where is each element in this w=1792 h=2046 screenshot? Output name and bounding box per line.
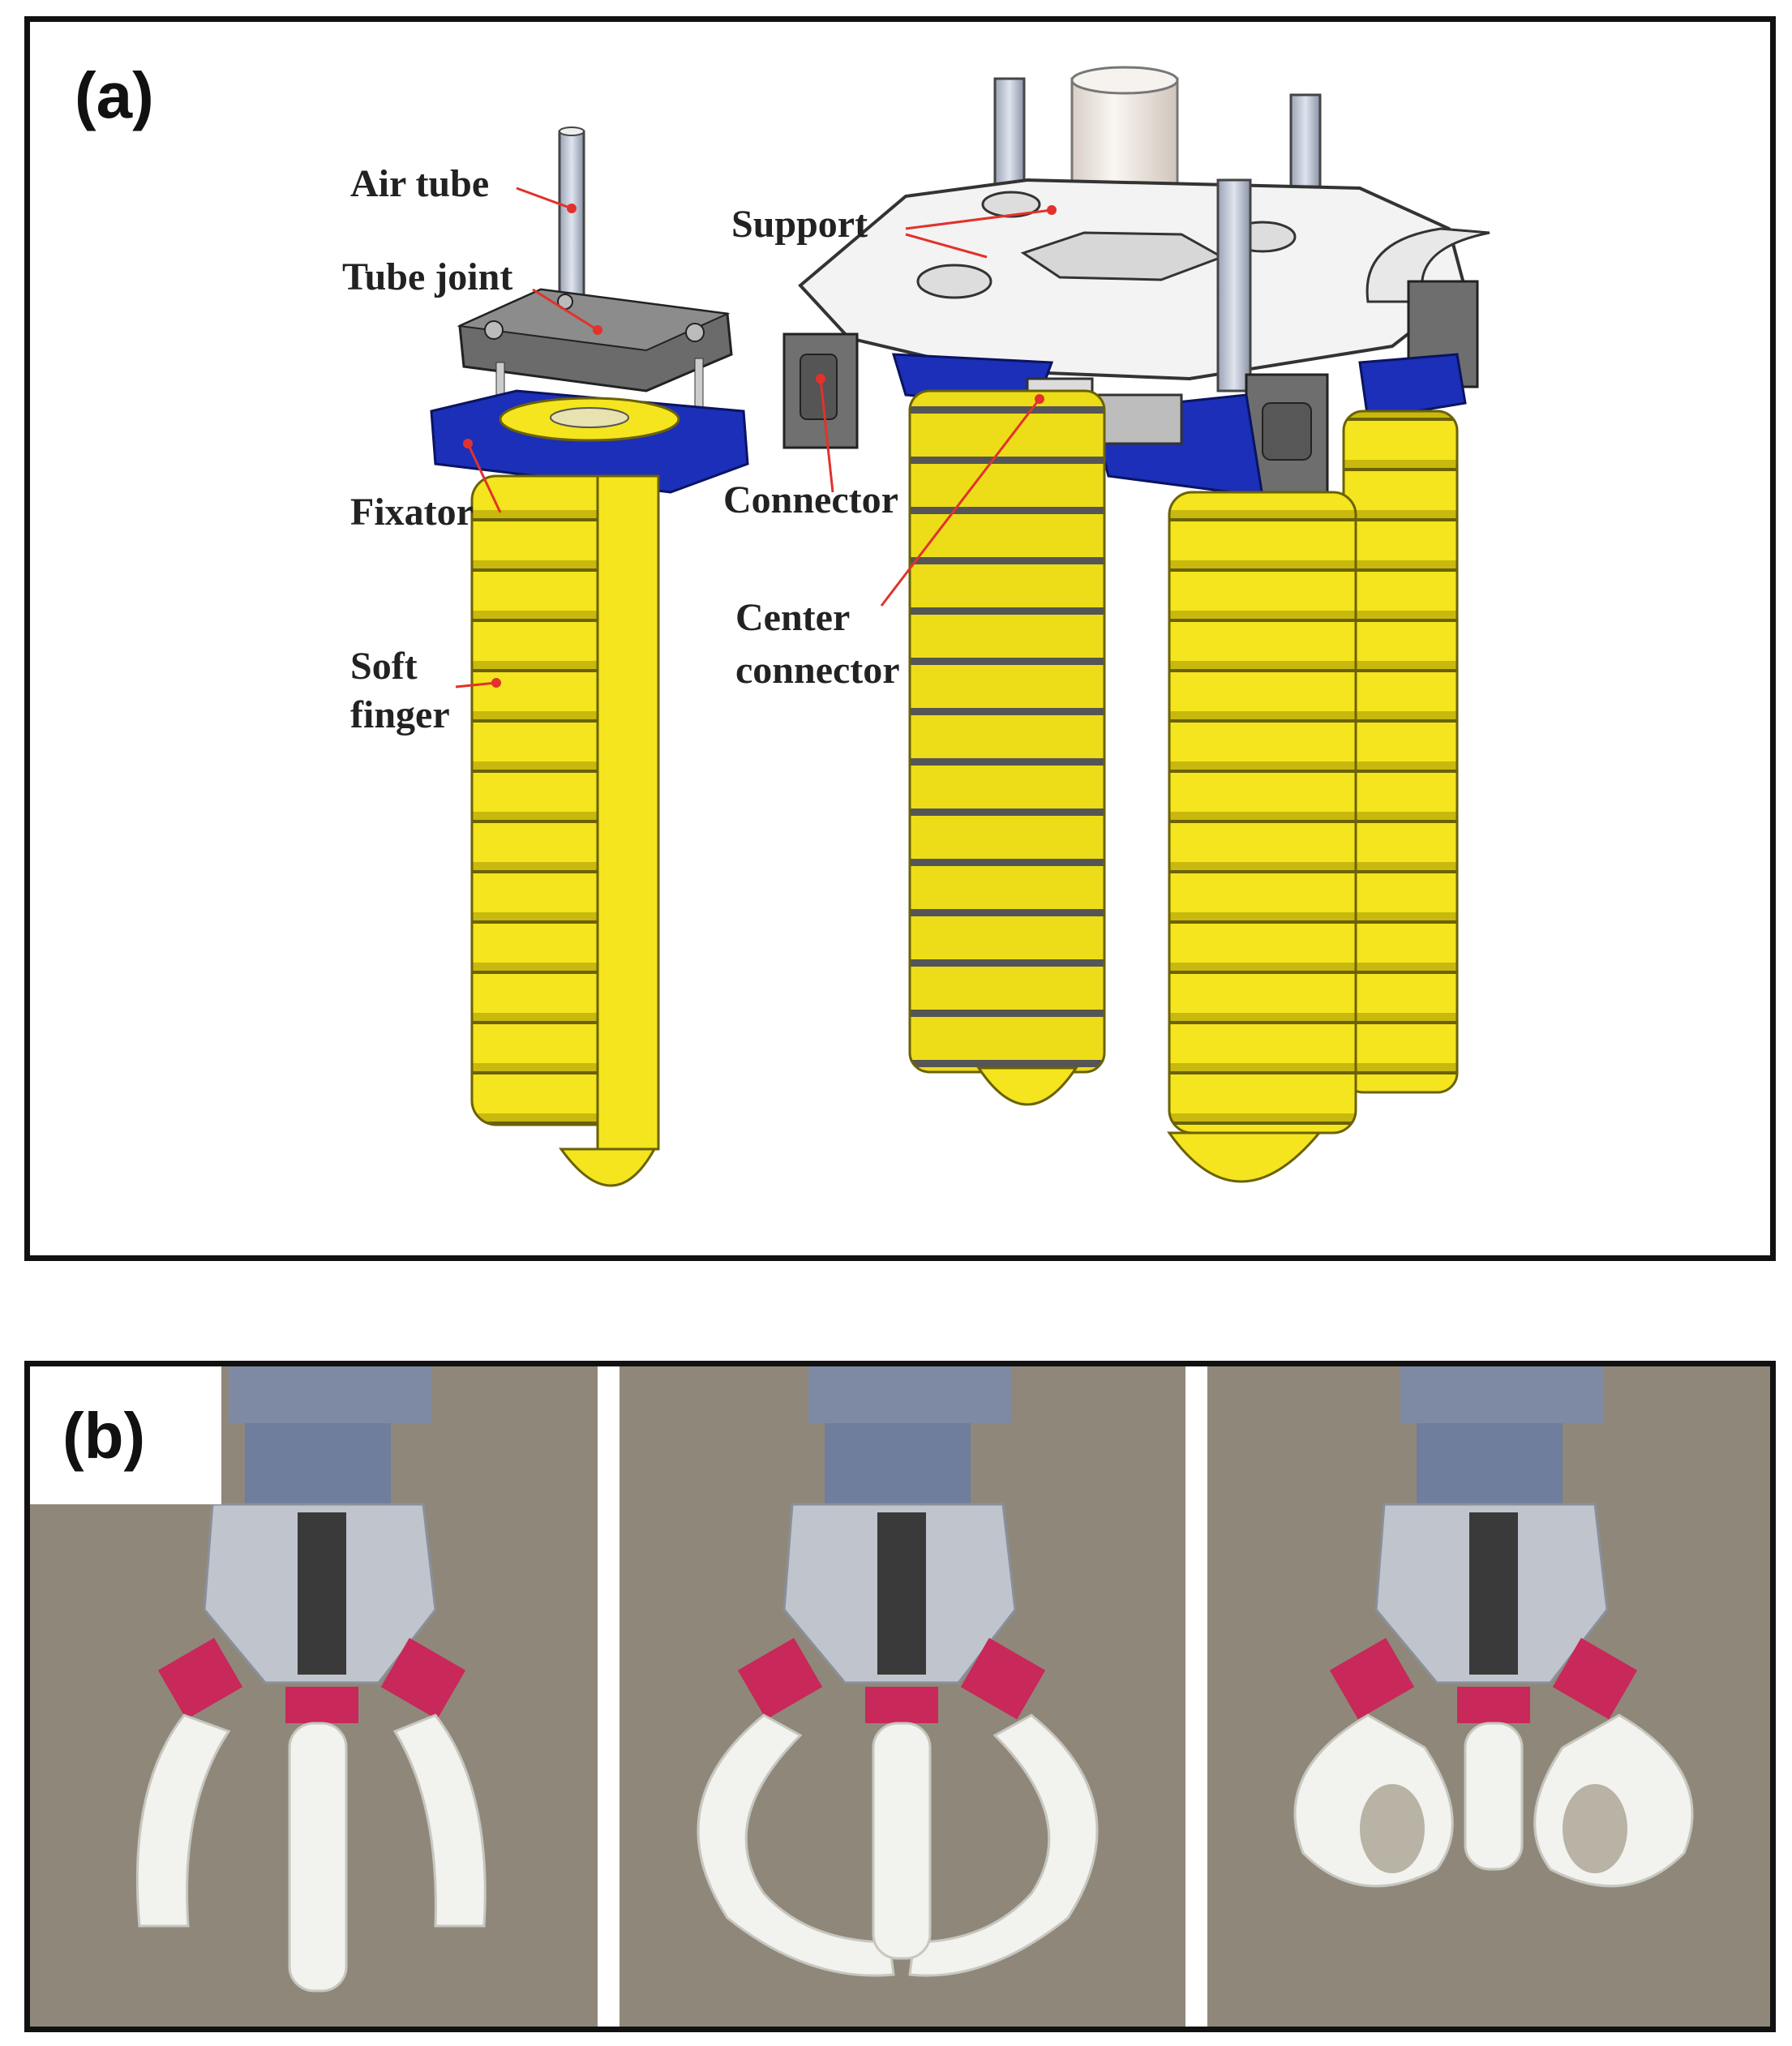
callout-fixator: Fixator [350,491,474,534]
gripper-half-closed [697,1366,1099,1977]
callout-soft-finger-2: finger [350,693,450,736]
panel-b-photo-sequence: (b) [24,1361,1776,2032]
callout-center-connector-2: connector [735,649,900,692]
panel-b-label-box: (b) [30,1366,221,1504]
callout-soft-finger-1: Soft [350,645,418,688]
support-post [1216,178,1252,392]
gripper-open [135,1366,487,1992]
single-finger-assembly [430,127,749,1187]
soft-finger-front [1168,491,1357,1135]
soft-finger-back [908,389,1106,1074]
air-tube [558,130,585,303]
fixator [1358,353,1467,421]
callout-tube-joint: Tube joint [342,255,512,298]
three-finger-gripper-assembly [782,66,1490,1183]
callout-air-tube: Air tube [350,162,489,205]
cad-assembly-drawing: Air tube Tube joint Fixator Soft finger … [342,66,1490,1187]
callout-support: Support [731,203,868,246]
leader-lines [455,187,1052,688]
callout-connector: Connector [723,478,898,521]
gripper-photos [30,1366,1770,2027]
gripper-closed [1293,1366,1694,1888]
panel-a-cad-render: (a) [24,16,1776,1261]
soft-finger-back [1342,410,1459,1094]
leader-arrowheads [463,204,1057,688]
panel-b-label: (b) [62,1400,146,1472]
callout-center-connector-1: Center [735,596,850,639]
panel-a-label: (a) [75,59,154,131]
